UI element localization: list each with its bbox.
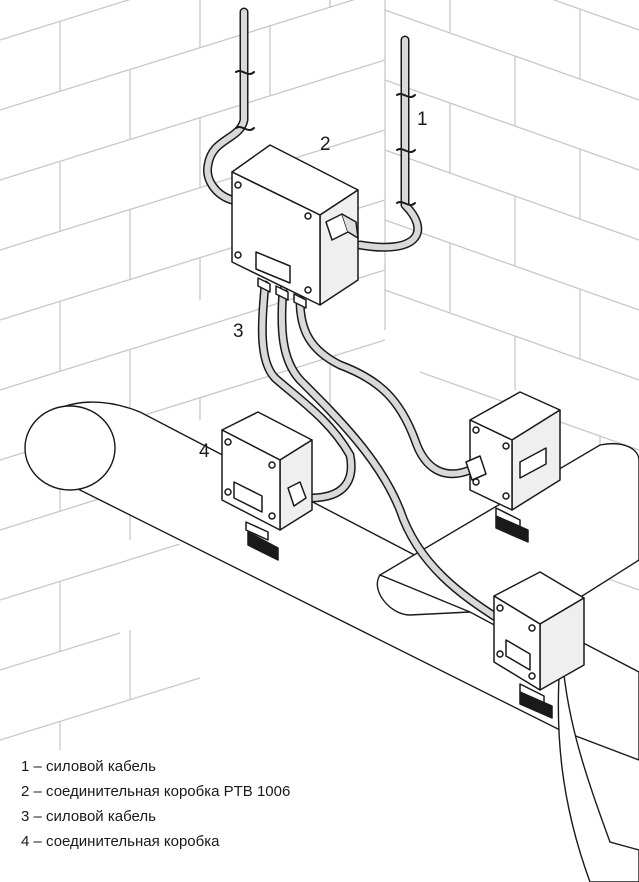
junction-box-left	[221, 411, 313, 561]
pipe-branch	[376, 443, 639, 882]
callout-2: 2	[320, 134, 331, 155]
legend: 1 – силовой кабель 2 – соединительная ко…	[21, 754, 290, 854]
callout-1: 1	[417, 109, 428, 130]
callouts: 1 2 3 4	[199, 109, 428, 462]
callout-4: 4	[199, 441, 210, 462]
legend-item-1: 1 – силовой кабель	[21, 758, 156, 775]
cables	[203, 7, 505, 625]
legend-item-3: 3 – силовой кабель	[21, 808, 156, 825]
pipe-main	[24, 401, 639, 761]
callout-3: 3	[233, 321, 244, 342]
junction-box-right-upper	[465, 391, 561, 543]
junction-box-main	[231, 144, 359, 309]
junction-box-right-lower	[493, 571, 585, 719]
legend-item-2: 2 – соединительная коробка PTB 1006	[21, 783, 291, 800]
legend-item-4: 4 – соединительная коробка	[21, 833, 220, 850]
